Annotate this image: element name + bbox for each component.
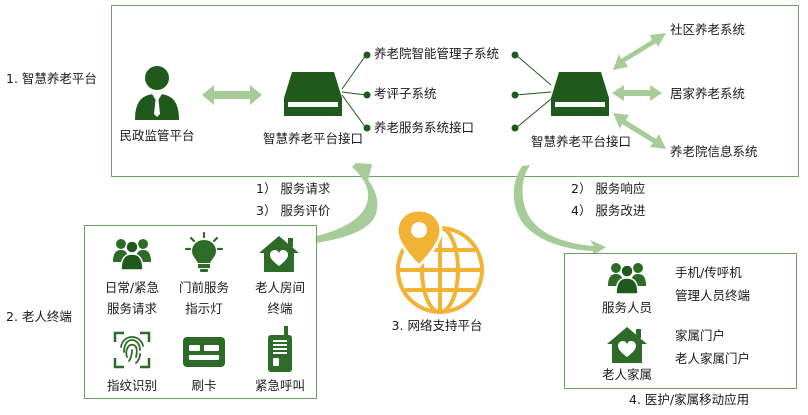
subsystem-item: 养老院智能管理子系统 [374,46,500,61]
light-bulb-icon [184,231,224,272]
terminal-item-label: 服务请求 [106,301,158,316]
request-item: 1） 服务请求 [256,181,331,196]
fingerprint-icon [113,331,151,369]
external-system-item: 居家养老系统 [670,86,746,101]
terminal-item-label: 门前服务 [178,280,230,295]
id-card-icon [183,337,225,367]
platform-label: 1. 智慧养老平台 [6,71,97,86]
family-desc: 家属门户 [675,328,726,343]
staff-desc: 手机/传呼机 [675,265,742,280]
civil-affairs-label: 民政监管平台 [119,128,195,143]
house-heart-icon [259,236,299,272]
staff-label: 服务人员 [601,300,653,315]
subsystem-item: 养老服务系统接口 [374,120,475,135]
interface-right-label: 智慧养老平台接口 [530,134,632,149]
response-item: 4） 服务改进 [571,203,646,218]
globe-pin-icon [395,208,484,314]
interface-left-label: 智慧养老平台接口 [262,131,364,146]
terminal-item-label: 刷卡 [191,378,217,393]
external-system-item: 养老院信息系统 [670,144,758,159]
family-desc: 老人家属门户 [675,351,751,366]
terminal-item-label: 终端 [267,301,293,316]
person-suit-icon [135,66,179,120]
server-box-icon [284,72,342,116]
server-box-icon [551,72,609,116]
family-app-box [564,253,797,389]
family-app-label: 4. 医护/家属移动应用 [629,392,750,407]
terminal-item-label: 指示灯 [185,301,223,316]
walkie-talkie-icon [268,326,292,372]
staff-desc: 管理人员终端 [675,288,751,303]
terminal-item-label: 老人房间 [254,280,306,295]
response-item: 2） 服务响应 [571,181,646,196]
elderly-terminal-label: 2. 老人终端 [6,309,72,324]
network-label: 3. 网络支持平台 [391,318,483,333]
house-heart-icon [607,327,647,363]
request-item: 3） 服务评价 [256,203,331,218]
people-group-icon [113,239,151,271]
family-label: 老人家属 [601,367,653,382]
double-arrow-icon [202,85,262,105]
external-system-item: 社区养老系统 [670,22,746,37]
terminal-item-label: 日常/紧急 [104,280,160,295]
terminal-item-label: 紧急呼叫 [254,378,306,393]
terminal-item-label: 指纹识别 [106,378,158,393]
people-group-icon [608,263,646,295]
subsystem-item: 考评子系统 [374,86,437,101]
